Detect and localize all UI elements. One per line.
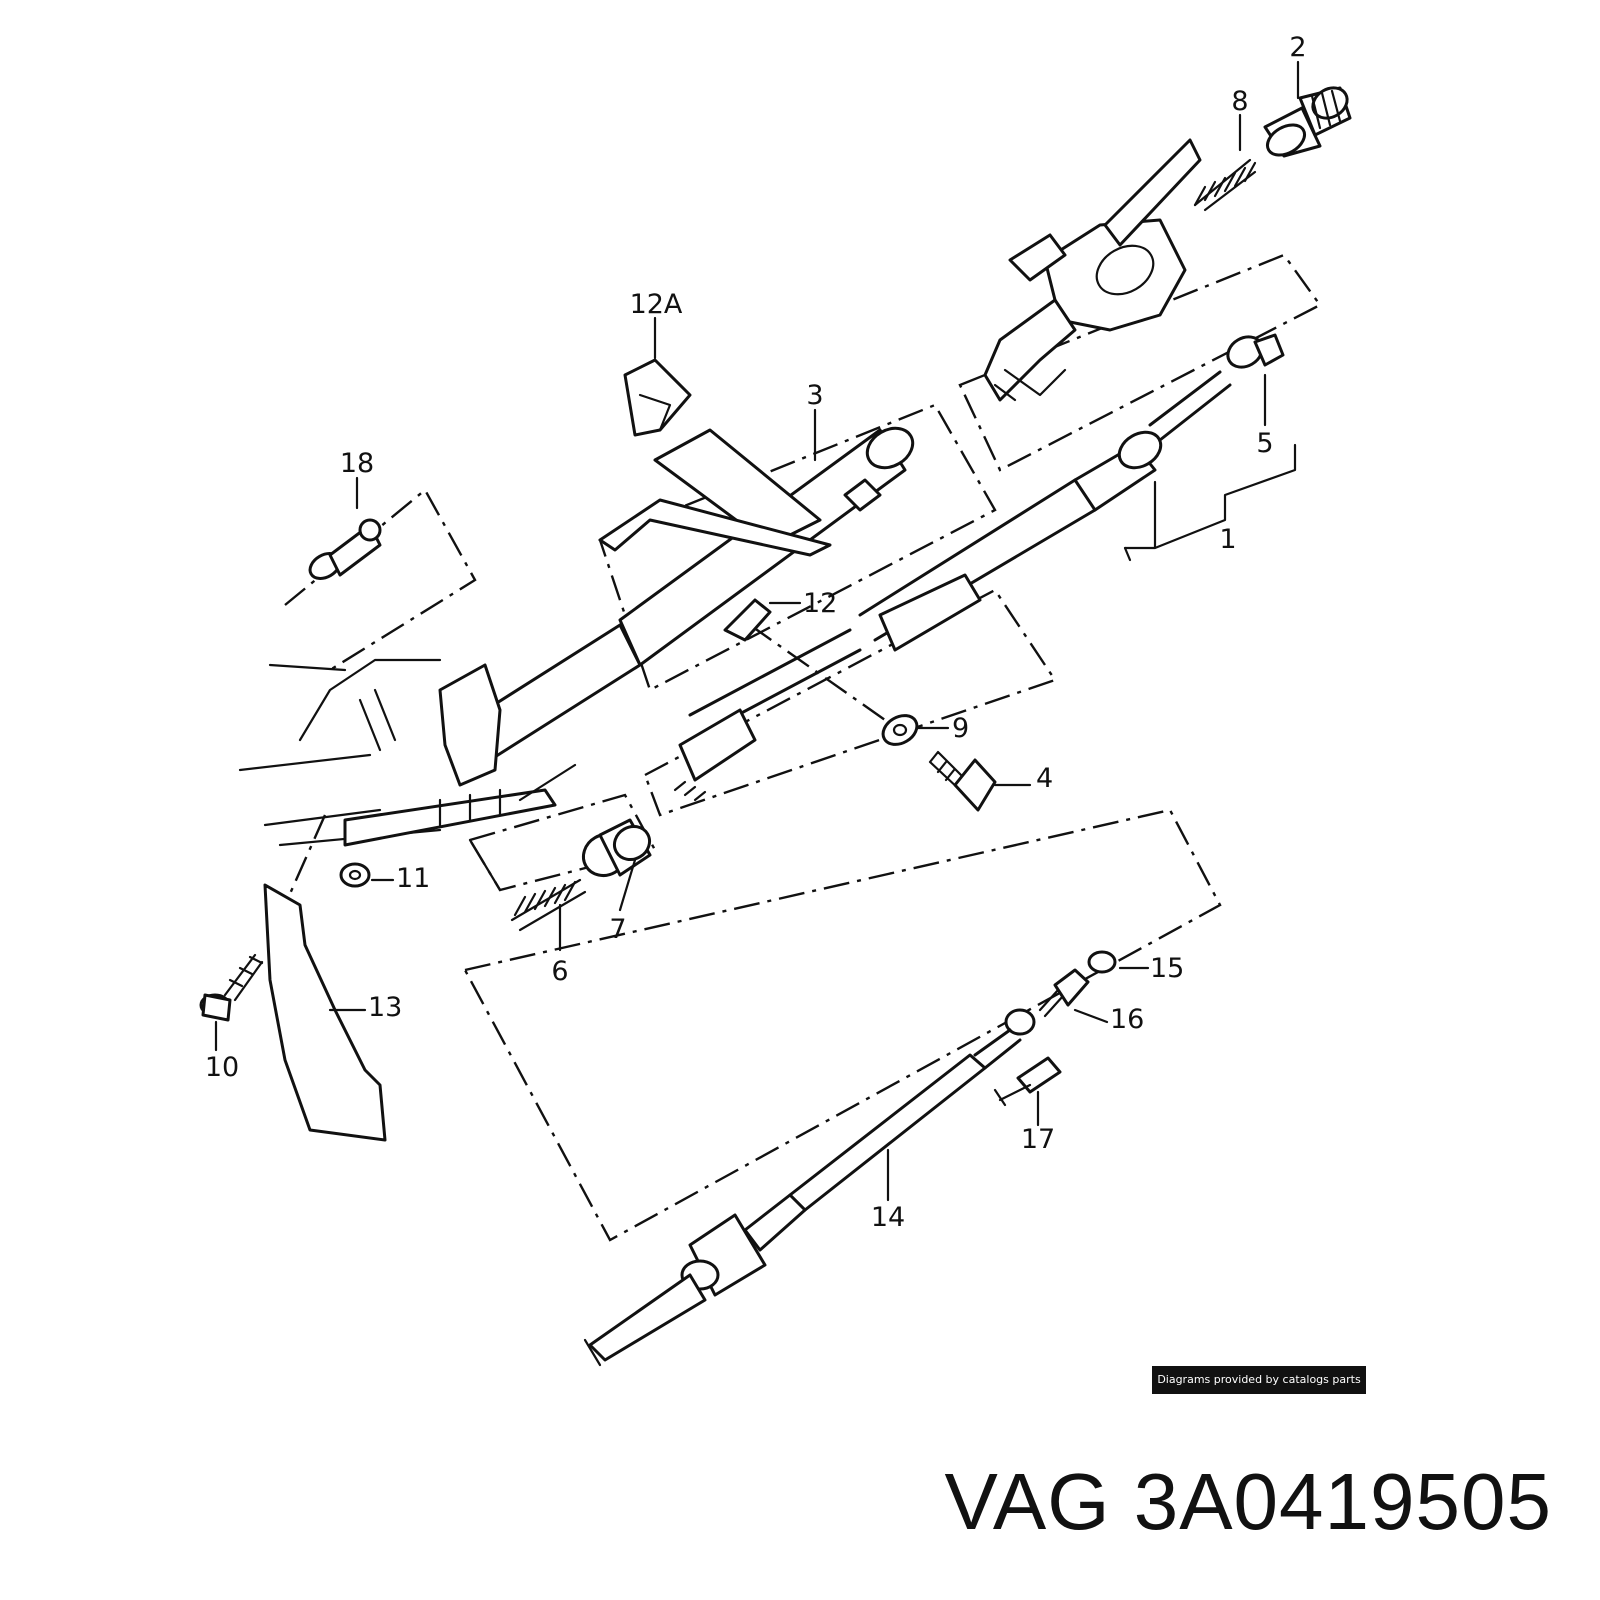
label-18: 18 (340, 448, 374, 479)
label-7: 7 (609, 914, 626, 945)
label-13: 13 (368, 992, 402, 1023)
label-12: 12 (803, 588, 837, 619)
mounting-bracket (238, 658, 577, 892)
part-10-bolt (199, 953, 264, 1022)
label-5: 5 (1256, 428, 1273, 459)
leader-dash-bracket-10 (283, 814, 327, 906)
diagram-credit-badge: Diagrams provided by catalogs parts (1152, 1366, 1366, 1394)
label-14: 14 (871, 1202, 905, 1233)
dashed-group-lower-shaft (463, 808, 1222, 1242)
part-18-bolt (308, 518, 382, 580)
part-3-column-tube (438, 426, 915, 787)
dashed-group-bracket-bolt (284, 488, 477, 672)
part-11-nut (339, 862, 371, 888)
part-16-bolt (1038, 968, 1090, 1018)
label-4: 4 (1036, 763, 1053, 794)
dashed-group-combination-switch (958, 253, 1322, 472)
part-8-spring (1193, 158, 1257, 212)
combination-switch (983, 138, 1202, 402)
label-9: 9 (952, 713, 969, 744)
part-5-splined-nut (1226, 333, 1285, 369)
part-6-spring (510, 878, 587, 932)
label-15: 15 (1150, 953, 1184, 984)
part-number-title: VAG 3A0419505 (944, 1457, 1552, 1546)
part-17-clamp (993, 1056, 1062, 1107)
label-11: 11 (396, 863, 430, 894)
part-15-washer (1087, 950, 1117, 974)
leader-lines (214, 60, 1300, 1202)
label-8: 8 (1231, 86, 1248, 117)
part-9-washer (881, 714, 919, 746)
part-14-lower-shaft (583, 1008, 1036, 1367)
label-10: 10 (205, 1052, 239, 1083)
label-6: 6 (551, 956, 568, 987)
part-12a-clip (623, 358, 692, 437)
part-2-splined-sleeve (1263, 86, 1352, 158)
label-12a: 12A (630, 289, 683, 320)
label-2: 2 (1289, 32, 1306, 63)
part-13-support-bracket (263, 883, 387, 1142)
label-16: 16 (1110, 1004, 1144, 1035)
label-3: 3 (806, 380, 823, 411)
part-12-nut-plate (723, 598, 772, 642)
part-4-bolt (928, 750, 997, 812)
part-1-steering-shaft (673, 370, 1232, 802)
dashed-group-inner-shaft (643, 588, 1057, 817)
label-17: 17 (1021, 1124, 1055, 1155)
label-1: 1 (1219, 524, 1236, 555)
part-7-bearing (581, 818, 652, 878)
